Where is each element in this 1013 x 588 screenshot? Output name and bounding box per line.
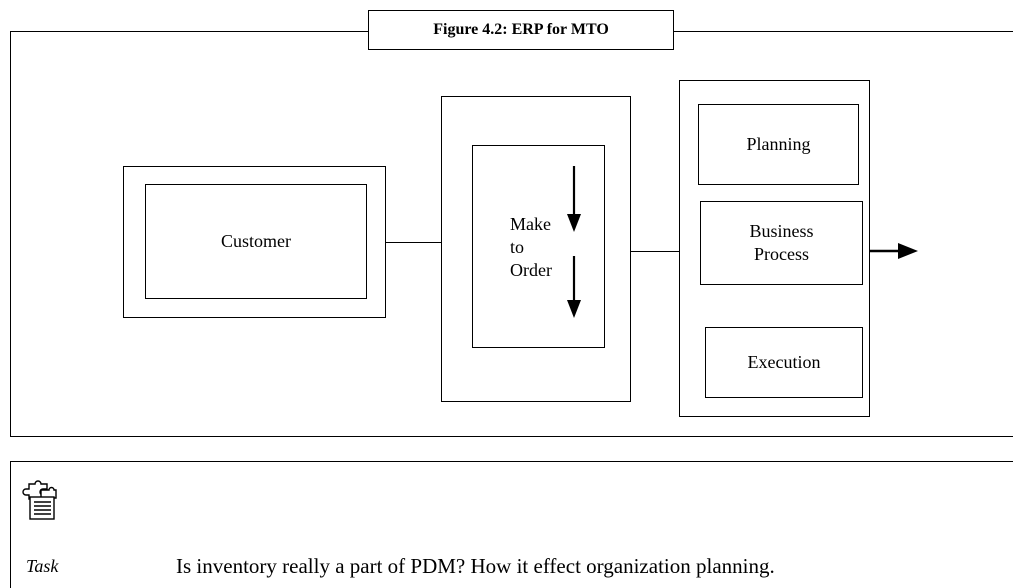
task-text: Is inventory really a part of PDM? How i… <box>176 554 775 578</box>
connector-mto-erp <box>631 251 679 252</box>
mto-down-arrow-2 <box>567 256 581 318</box>
task-left-edge <box>10 461 11 588</box>
customer-inner-box <box>145 184 367 299</box>
task-top-edge <box>10 461 1013 462</box>
mto-inner-box <box>472 145 605 348</box>
task-caption: Task <box>26 556 59 576</box>
mto-label: Make to Order <box>510 213 552 282</box>
connector-customer-mto <box>386 242 441 243</box>
planning-box <box>698 104 859 185</box>
execution-box <box>705 327 863 398</box>
figure-title: Figure 4.2: ERP for MTO <box>368 10 674 50</box>
task-puzzle-icon <box>22 480 57 520</box>
business-process-label-line-1: Business <box>749 221 814 241</box>
frame-top-right-edge <box>674 31 1013 32</box>
business-process-box <box>700 201 863 285</box>
execution-label: Execution <box>747 352 821 372</box>
customer-label: Customer <box>221 231 291 251</box>
mto-label-line-1: Make <box>510 214 551 234</box>
business-process-label: Business Process <box>700 201 863 285</box>
planning-label: Planning <box>746 134 811 154</box>
mto-label-line-2: to <box>510 237 525 257</box>
frame-top-left-edge <box>10 31 368 32</box>
frame-left-edge <box>10 31 11 437</box>
output-arrow-right <box>870 243 918 259</box>
mto-label-line-3: Order <box>510 260 552 280</box>
mto-down-arrow-1 <box>567 166 581 232</box>
frame-bottom-edge <box>10 436 1013 437</box>
business-process-label-line-2: Process <box>754 244 809 264</box>
